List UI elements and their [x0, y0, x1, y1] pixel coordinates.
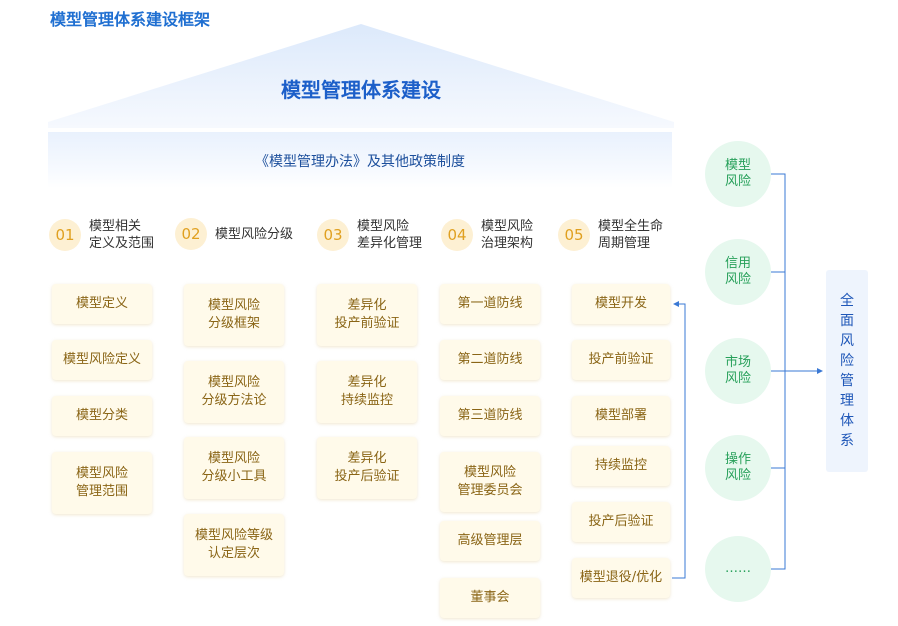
pillar-03-item: 差异化 投产后验证: [317, 437, 417, 499]
pillar-header-04: 04 模型风险 治理架构: [441, 218, 533, 252]
pillar-label: 模型风险 治理架构: [481, 219, 534, 251]
pillar-label: 模型全生命 周期管理: [598, 219, 664, 251]
pillar-03-item: 差异化 持续监控: [317, 361, 417, 423]
risk-circle-operation: 操作 风险: [705, 435, 771, 501]
pillar-05-item: 模型退役/优化: [572, 558, 670, 598]
pillar-05-item: 投产前验证: [572, 340, 670, 380]
pillar-header-02: 02 模型风险分级: [175, 218, 293, 250]
full-risk-system-label: 全面风险管理体系: [840, 293, 854, 449]
pillar-label: 模型风险分级: [215, 226, 294, 242]
pillar-01-item: 模型风险 管理范围: [52, 452, 152, 514]
pillar-01-item: 模型风险定义: [52, 340, 152, 380]
risk-circle-model: 模型 风险: [705, 141, 771, 207]
pillar-04-item: 第一道防线: [440, 284, 540, 324]
risk-circle-more: ……: [705, 536, 771, 602]
risk-circle-credit: 信用 风险: [705, 239, 771, 305]
pillar-05-item: 持续监控: [572, 446, 670, 486]
pillar-header-01: 01 模型相关 定义及范围: [49, 218, 154, 252]
pillar-05-item: 模型开发: [572, 284, 670, 324]
full-risk-system-box: 全面风险管理体系: [826, 270, 868, 472]
pillar-02-item: 模型风险 分级方法论: [184, 361, 284, 423]
pillar-number: 04: [441, 219, 473, 251]
pillar-02-item: 模型风险 分级小工具: [184, 437, 284, 499]
lifecycle-loop-line: [672, 301, 686, 579]
policy-text: 《模型管理办法》及其他政策制度: [255, 154, 465, 170]
pillar-02-item: 模型风险等级 认定层次: [184, 514, 284, 576]
roof-shape: [48, 24, 674, 128]
pillar-01-item: 模型定义: [52, 284, 152, 324]
pillar-number: 01: [49, 219, 81, 251]
risk-circle-market: 市场 风险: [705, 338, 771, 404]
pillar-05-item: 投产后验证: [572, 502, 670, 542]
page-title: 模型管理体系建设框架: [50, 10, 211, 29]
pillar-01-item: 模型分类: [52, 396, 152, 436]
pillar-header-05: 05 模型全生命 周期管理: [558, 218, 663, 252]
policy-band: [48, 132, 672, 188]
pillar-number: 05: [558, 219, 590, 251]
pillar-05-item: 模型部署: [572, 396, 670, 436]
pillar-04-item: 第二道防线: [440, 340, 540, 380]
pillar-03-item: 差异化 投产前验证: [317, 284, 417, 346]
pillar-header-03: 03 模型风险 差异化管理: [317, 218, 422, 252]
pillar-04-item: 高级管理层: [440, 521, 540, 561]
pillar-number: 03: [317, 219, 349, 251]
pillar-label: 模型风险 差异化管理: [357, 219, 423, 251]
pillar-04-item: 模型风险 管理委员会: [440, 452, 540, 512]
pillar-label: 模型相关 定义及范围: [89, 219, 155, 251]
pillar-02-item: 模型风险 分级框架: [184, 284, 284, 346]
pillar-04-item: 董事会: [440, 578, 540, 618]
pillar-04-item: 第三道防线: [440, 396, 540, 436]
pillar-number: 02: [175, 218, 207, 250]
roof-title: 模型管理体系建设: [281, 78, 441, 102]
